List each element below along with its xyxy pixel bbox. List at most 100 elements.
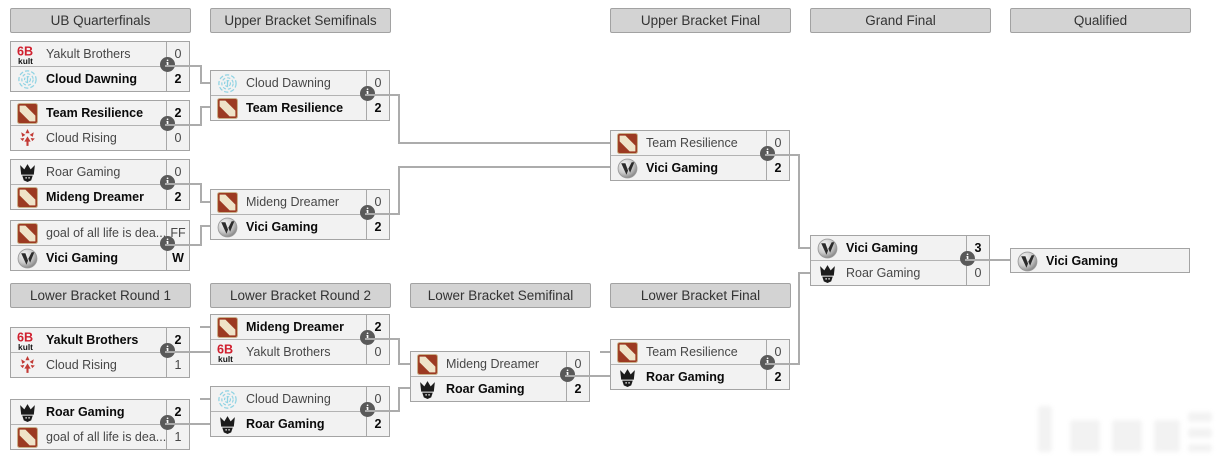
header-ub-quarterfinals: UB Quarterfinals bbox=[10, 8, 191, 33]
bracket-connector bbox=[398, 166, 610, 168]
roar-logo-icon bbox=[617, 367, 638, 388]
svg-text:kult: kult bbox=[18, 55, 33, 64]
match-info-icon[interactable]: i bbox=[360, 402, 375, 417]
team-score: 0 bbox=[966, 261, 989, 285]
team-row[interactable]: Roar Gaming 2 bbox=[11, 400, 189, 424]
match-info-icon[interactable]: i bbox=[960, 251, 975, 266]
cloud-rising-logo-icon bbox=[17, 128, 38, 149]
bracket-connector bbox=[365, 338, 400, 340]
match-info-icon[interactable]: i bbox=[160, 415, 175, 430]
match-info-icon[interactable]: i bbox=[360, 205, 375, 220]
vici-logo-icon bbox=[1017, 251, 1038, 272]
team-row[interactable]: Vici Gaming W bbox=[11, 245, 189, 270]
team-score: 0 bbox=[366, 190, 389, 214]
team-name: Vici Gaming bbox=[46, 251, 119, 265]
team-row[interactable]: Cloud Rising 0 bbox=[11, 125, 189, 150]
team-row[interactable]: Cloud Dawning 0 bbox=[211, 387, 389, 411]
team-row[interactable]: Vici Gaming 2 bbox=[611, 155, 789, 180]
bracket-connector bbox=[165, 423, 210, 425]
cloud-dawning-logo-icon bbox=[217, 73, 238, 94]
bracket-connector bbox=[565, 375, 610, 377]
svg-text:kult: kult bbox=[18, 341, 33, 350]
team-row[interactable]: Vici Gaming bbox=[1011, 249, 1189, 273]
team-name: Mideng Dreamer bbox=[246, 195, 340, 209]
roar-logo-icon bbox=[417, 379, 438, 400]
match-info-icon[interactable]: i bbox=[160, 236, 175, 251]
bracket-connector bbox=[798, 272, 810, 274]
match-info-icon[interactable]: i bbox=[760, 146, 775, 161]
team-row[interactable]: Mideng Dreamer 0 bbox=[211, 190, 389, 214]
dota-logo-icon bbox=[17, 186, 38, 208]
team-row[interactable]: Mideng Dreamer 0 bbox=[411, 352, 589, 376]
team-row[interactable]: Mideng Dreamer 2 bbox=[211, 315, 389, 339]
bracket-connector bbox=[765, 154, 800, 156]
team-row[interactable]: Roar Gaming 2 bbox=[611, 364, 789, 389]
team-row[interactable]: Cloud Dawning 2 bbox=[11, 66, 189, 91]
team-score: 2 bbox=[166, 400, 189, 424]
team-row[interactable]: Team Resilience 0 bbox=[611, 340, 789, 364]
match-ub-final: Team Resilience 0 Vici Gaming 2 i bbox=[610, 130, 790, 181]
team-row[interactable]: Cloud Dawning 0 bbox=[211, 71, 389, 95]
team-row[interactable]: Roar Gaming 2 bbox=[211, 411, 389, 436]
match-lb-round1-2: Roar Gaming 2 goal of all life is dea...… bbox=[10, 399, 190, 450]
bracket-connector bbox=[965, 259, 1010, 261]
match-info-icon[interactable]: i bbox=[560, 367, 575, 382]
match-info-icon[interactable]: i bbox=[360, 330, 375, 345]
header-qualified: Qualified bbox=[1010, 8, 1191, 33]
cloud-dawning-logo-icon bbox=[17, 69, 38, 90]
team-score: 3 bbox=[966, 236, 989, 260]
bracket-connector bbox=[200, 65, 202, 84]
bracket-connector bbox=[798, 154, 800, 249]
team-row[interactable]: Team Resilience 2 bbox=[211, 95, 389, 120]
team-name: Cloud Dawning bbox=[246, 392, 331, 406]
team-row[interactable]: Vici Gaming 3 bbox=[811, 236, 989, 260]
team-score: FF bbox=[166, 221, 189, 245]
match-info-icon[interactable]: i bbox=[160, 57, 175, 72]
bracket-connector bbox=[398, 94, 400, 144]
team-score: 0 bbox=[366, 340, 389, 364]
dota-logo-icon bbox=[417, 353, 438, 375]
bracket-connector bbox=[200, 106, 202, 126]
team-name: Team Resilience bbox=[46, 106, 144, 120]
team-row[interactable]: goal of all life is dea... 1 bbox=[11, 424, 189, 449]
watermark bbox=[1026, 398, 1218, 458]
team-name: Roar Gaming bbox=[646, 370, 725, 384]
team-row[interactable]: Team Resilience 2 bbox=[11, 101, 189, 125]
match-info-icon[interactable]: i bbox=[160, 343, 175, 358]
svg-text:kult: kult bbox=[218, 353, 233, 362]
match-ub-semifinal-2: Mideng Dreamer 0 Vici Gaming 2 i bbox=[210, 189, 390, 240]
team-row[interactable]: Roar Gaming 0 bbox=[811, 260, 989, 285]
team-name: Vici Gaming bbox=[1046, 254, 1119, 268]
match-info-icon[interactable]: i bbox=[160, 116, 175, 131]
team-row[interactable]: Vici Gaming 2 bbox=[211, 214, 389, 239]
team-row[interactable]: Roar Gaming 2 bbox=[411, 376, 589, 401]
header-lower-bracket-round-1: Lower Bracket Round 1 bbox=[10, 283, 191, 308]
team-name: Vici Gaming bbox=[646, 161, 719, 175]
team-row[interactable]: Cloud Rising 1 bbox=[11, 352, 189, 377]
bracket-connector bbox=[798, 247, 810, 249]
team-row[interactable]: Team Resilience 0 bbox=[611, 131, 789, 155]
dota-logo-icon bbox=[617, 132, 638, 154]
match-info-icon[interactable]: i bbox=[760, 355, 775, 370]
team-row[interactable]: Roar Gaming 0 bbox=[11, 160, 189, 184]
bracket-connector bbox=[365, 410, 400, 412]
bracket-connector bbox=[165, 244, 202, 246]
bracket-connector bbox=[600, 351, 610, 353]
match-info-icon[interactable]: i bbox=[160, 175, 175, 190]
dota-logo-icon bbox=[17, 426, 38, 448]
team-name: Mideng Dreamer bbox=[246, 320, 344, 334]
header-upper-bracket-final: Upper Bracket Final bbox=[610, 8, 791, 33]
match-lb-round2-2: Cloud Dawning 0 Roar Gaming 2 i bbox=[210, 386, 390, 437]
match-lb-final: Team Resilience 0 Roar Gaming 2 i bbox=[610, 339, 790, 390]
team-row[interactable]: Mideng Dreamer 2 bbox=[11, 184, 189, 209]
team-score: 0 bbox=[566, 352, 589, 376]
bracket-connector bbox=[765, 363, 800, 365]
match-info-icon[interactable]: i bbox=[360, 86, 375, 101]
team-row[interactable]: goal of all life is dea... FF bbox=[11, 221, 189, 245]
svg-text:6B: 6B bbox=[17, 330, 33, 344]
team-name: Team Resilience bbox=[246, 101, 344, 115]
